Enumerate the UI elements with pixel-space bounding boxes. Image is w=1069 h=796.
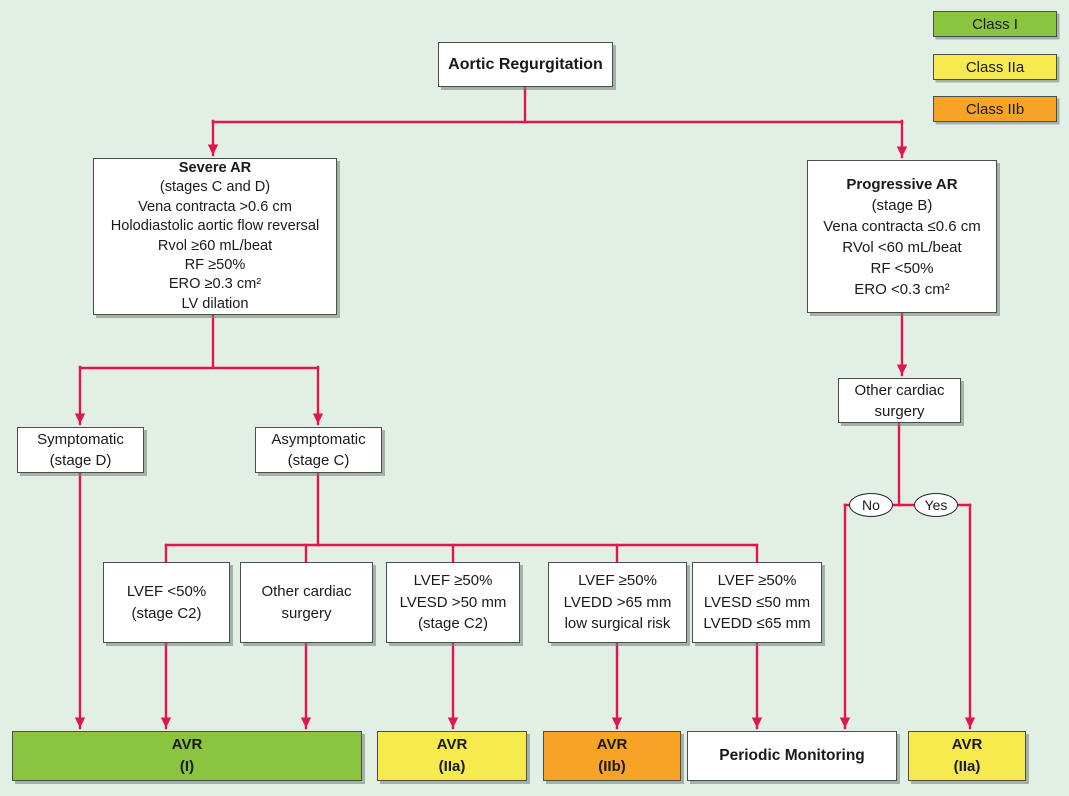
node-line: (stage C2) [131,604,202,622]
node-line: (I) [179,758,195,775]
decision-label: Yes [924,497,948,513]
node-criteria-other-surgery: Other cardiac surgery [240,562,373,643]
node-line: RF <50% [870,259,934,277]
outcome-avr-class-iib: AVR (IIb) [543,731,681,781]
node-criteria-normal-dimensions: LVEF ≥50% LVESD ≤50 mm LVEDD ≤65 mm [692,562,822,643]
node-line: LVESD >50 mm [399,593,507,611]
node-line: (stage C) [287,452,350,469]
node-line: Other cardiac [854,381,945,399]
legend-label: Class I [972,15,1018,33]
node-line: Severe AR [178,159,252,176]
node-line: (stage D) [49,452,112,469]
node-line: LVEDD >65 mm [563,593,672,611]
node-line: ERO <0.3 cm² [854,280,950,298]
node-line: (stages C and D) [159,179,271,196]
node-line: LVEDD ≤65 mm [703,615,811,633]
node-line: AVR [436,736,468,753]
node-line: AVR [171,736,203,753]
node-line: Vena contracta >0.6 cm [138,198,292,215]
decision-label: No [862,497,880,513]
node-progressive-ar: Progressive AR (stage B) Vena contracta … [807,160,997,313]
node-other-cardiac-surgery-branch: Other cardiac surgery [838,378,961,423]
node-asymptomatic: Asymptomatic (stage C) [255,427,382,473]
node-line: surgery [874,402,925,420]
node-line: (IIb) [598,758,626,775]
node-line: (stage B) [871,196,933,214]
legend-class-iib: Class IIb [933,96,1057,122]
node-line: LV dilation [181,295,249,312]
legend-label: Class IIb [965,100,1025,118]
node-line: LVEF ≥50% [717,572,797,590]
outcome-periodic-monitoring: Periodic Monitoring [687,731,897,781]
node-line: low surgical risk [564,615,671,633]
decision-no: No [849,493,893,517]
node-line: LVEF ≥50% [578,572,657,590]
legend-label: Class IIa [965,58,1025,76]
node-line: LVEF <50% [126,583,207,600]
node-line: Progressive AR [846,175,958,193]
node-line: RVol <60 mL/beat [842,238,962,256]
node-line: surgery [281,604,332,622]
node-line: Asymptomatic [271,431,366,448]
node-title: Aortic Regurgitation [438,42,613,87]
outcome-avr-class-iia-left: AVR (IIa) [377,731,527,781]
node-line: AVR [951,736,983,753]
node-line: AVR [596,736,628,753]
node-criteria-lvedd-high: LVEF ≥50% LVEDD >65 mm low surgical risk [548,562,687,643]
legend-class-i: Class I [933,11,1057,37]
node-line: Vena contracta ≤0.6 cm [823,217,981,235]
outcome-avr-class-iia-right: AVR (IIa) [908,731,1026,781]
node-line: Rvol ≥60 mL/beat [157,237,273,254]
node-criteria-lvef-low: LVEF <50% (stage C2) [103,562,230,643]
node-line: Holodiastolic aortic flow reversal [110,218,320,235]
node-criteria-lvesd-high: LVEF ≥50% LVESD >50 mm (stage C2) [386,562,520,643]
node-line: (IIa) [953,758,981,775]
node-severe-ar: Severe AR (stages C and D) Vena contract… [93,158,337,315]
node-line: LVESD ≤50 mm [703,593,811,611]
node-line: Periodic Monitoring [719,747,865,764]
outcome-avr-class-i: AVR (I) [12,731,362,781]
node-line: ERO ≥0.3 cm² [168,276,262,293]
decision-yes: Yes [914,493,958,517]
node-line: LVEF ≥50% [413,572,493,590]
node-line: RF ≥50% [184,256,246,273]
node-line: Other cardiac [261,583,352,600]
node-line: (IIa) [438,758,466,775]
legend-class-iia: Class IIa [933,54,1057,80]
node-line: Symptomatic [37,431,124,448]
node-symptomatic: Symptomatic (stage D) [17,427,144,473]
node-line: Aortic Regurgitation [448,56,603,73]
node-line: (stage C2) [417,615,489,633]
